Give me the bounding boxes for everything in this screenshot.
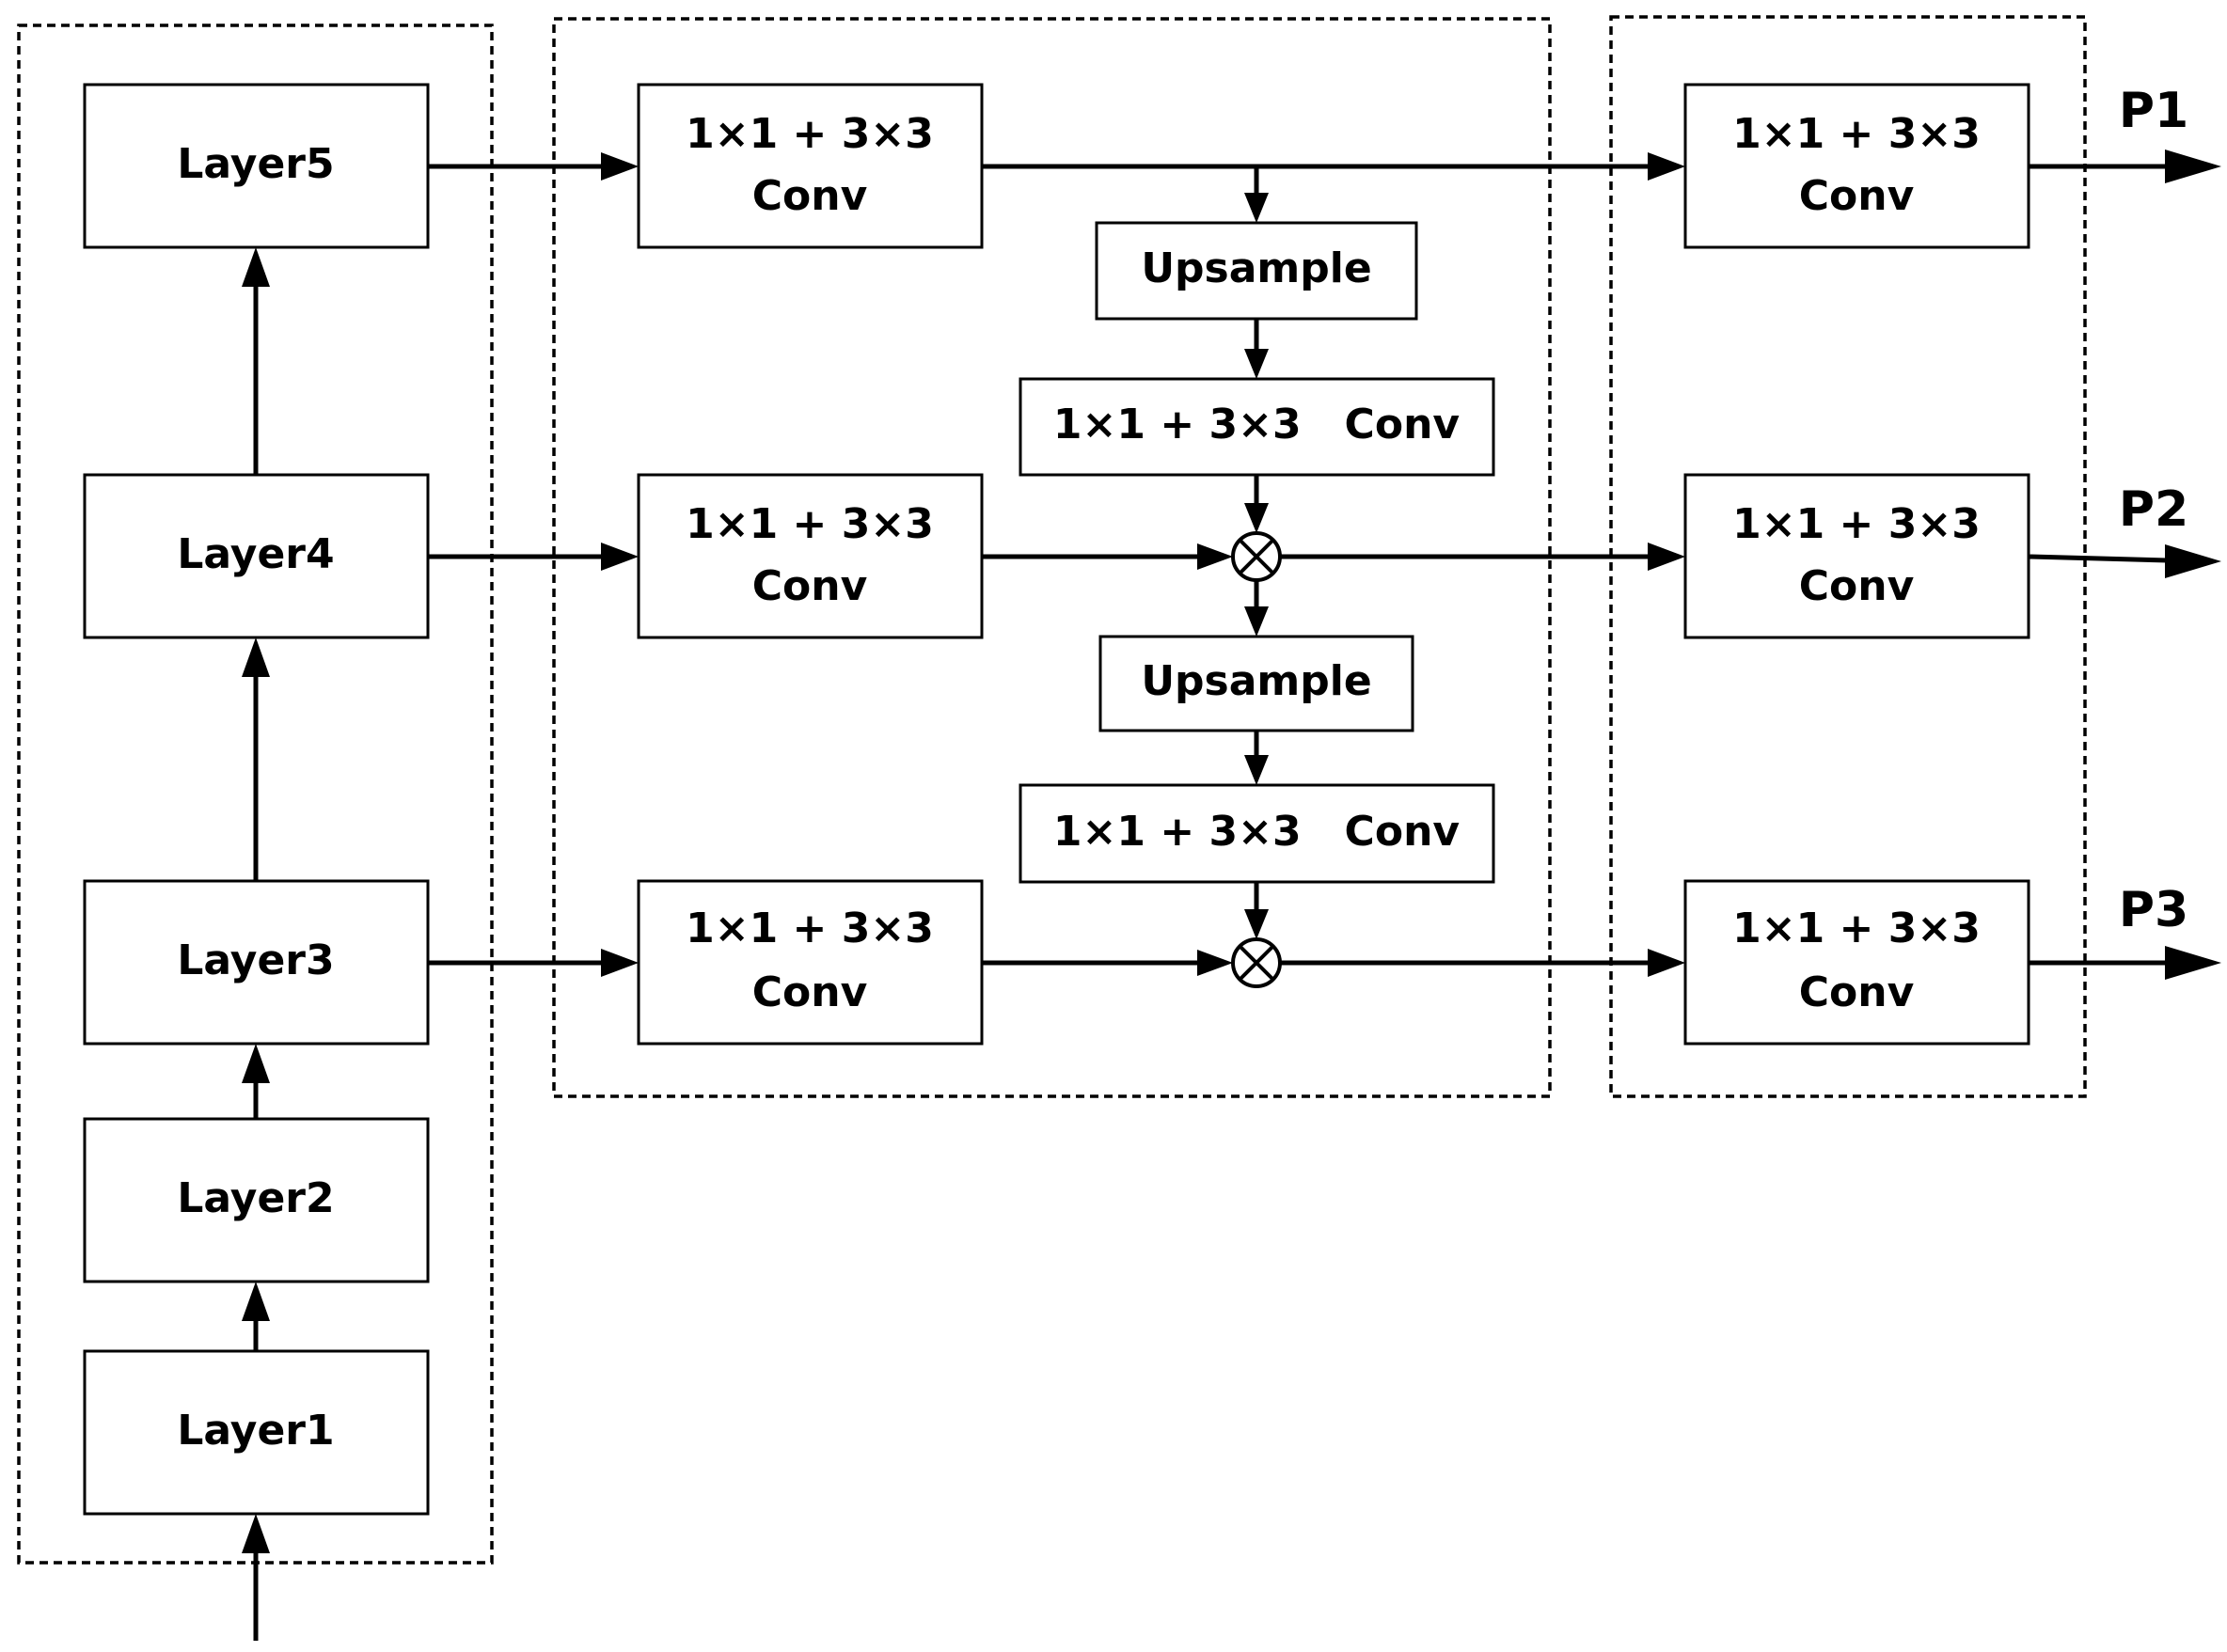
- inline-conv-top: 1×1 + 3×3 Conv: [1019, 377, 1495, 477]
- head-conv-p2: 1×1 + 3×3 Conv: [1683, 473, 2030, 639]
- neck-top-to-head-arrow: [982, 152, 1685, 181]
- neck-conv-bottom-line1: 1×1 + 3×3: [686, 905, 934, 952]
- layer5-label: Layer5: [177, 140, 334, 188]
- layer4-label: Layer4: [177, 530, 334, 578]
- p2-output-arrow: [2028, 544, 2221, 578]
- layer3-to-layer4-arrow: [242, 637, 270, 881]
- head-conv-p1-line2: Conv: [1799, 172, 1915, 220]
- inline-conv-bottom: 1×1 + 3×3 Conv: [1019, 783, 1495, 884]
- neck-conv-top-line1: 1×1 + 3×3: [686, 110, 934, 158]
- layer1-to-layer2-arrow: [242, 1282, 270, 1351]
- neck-conv-mid-line1: 1×1 + 3×3: [686, 500, 934, 548]
- head-conv-p3: 1×1 + 3×3 Conv: [1683, 879, 2030, 1046]
- inline-conv-bottom-label: 1×1 + 3×3 Conv: [1053, 808, 1460, 856]
- layer2-label: Layer2: [177, 1174, 334, 1222]
- layer3-label: Layer3: [177, 936, 334, 984]
- layer5-box: Layer5: [83, 83, 430, 249]
- neck-conv-top-line2: Conv: [752, 172, 868, 220]
- output-label-p3: P3: [2119, 882, 2188, 938]
- input-arrow: [242, 1514, 270, 1641]
- conv-bottom-to-multiply-arrow: [1244, 882, 1269, 939]
- multiply-node-mid: [1231, 531, 1282, 582]
- head-conv-p2-line2: Conv: [1799, 562, 1915, 610]
- layer4-to-neck-arrow: [428, 543, 639, 571]
- inline-conv-top-label: 1×1 + 3×3 Conv: [1053, 401, 1460, 448]
- neck-group: [552, 17, 1552, 1098]
- layer1-label: Layer1: [177, 1407, 334, 1455]
- multiply-to-upsample-arrow: [1244, 580, 1269, 637]
- head-conv-p3-line1: 1×1 + 3×3: [1732, 905, 1981, 952]
- upsample-top: Upsample: [1095, 221, 1418, 321]
- head-conv-p1: 1×1 + 3×3 Conv: [1683, 83, 2030, 249]
- output-label-p2: P2: [2119, 481, 2188, 538]
- upsample-top-label: Upsample: [1141, 244, 1371, 292]
- layer4-to-layer5-arrow: [242, 247, 270, 475]
- layer2-box: Layer2: [83, 1117, 430, 1283]
- layer1-box: Layer1: [83, 1349, 430, 1516]
- upsample-bottom-label: Upsample: [1141, 657, 1371, 705]
- multiply-bottom-to-head-arrow: [1280, 949, 1685, 977]
- upsample-to-conv-bottom-arrow: [1244, 731, 1269, 785]
- layer3-box: Layer3: [83, 879, 430, 1046]
- neck-conv-top: 1×1 + 3×3 Conv: [637, 83, 984, 249]
- conv-top-to-multiply-arrow: [1244, 475, 1269, 533]
- neck-conv-mid: 1×1 + 3×3 Conv: [637, 473, 984, 639]
- neck-conv-bottom: 1×1 + 3×3 Conv: [637, 879, 984, 1046]
- upsample-bottom: Upsample: [1098, 635, 1414, 732]
- multiply-mid-to-head-arrow: [1280, 543, 1685, 571]
- upsample-to-conv-top-arrow: [1244, 319, 1269, 379]
- p1-output-arrow: [2029, 149, 2221, 183]
- output-label-p1: P1: [2119, 83, 2188, 139]
- layer5-to-neck-arrow: [428, 152, 639, 181]
- layer4-box: Layer4: [83, 473, 430, 639]
- head-conv-p1-line1: 1×1 + 3×3: [1732, 110, 1981, 158]
- neck-conv-mid-line2: Conv: [752, 562, 868, 610]
- layer3-to-neck-arrow: [428, 949, 639, 977]
- top-to-upsample-arrow: [1244, 166, 1269, 223]
- head-conv-p3-line2: Conv: [1799, 968, 1915, 1016]
- head-conv-p2-line1: 1×1 + 3×3: [1732, 500, 1981, 548]
- multiply-node-bottom: [1231, 937, 1282, 988]
- layer2-to-layer3-arrow: [242, 1044, 270, 1119]
- neck-conv-bottom-line2: Conv: [752, 968, 868, 1016]
- neck-bottom-to-multiply-arrow: [982, 950, 1233, 976]
- p3-output-arrow: [2029, 946, 2221, 980]
- neck-mid-to-multiply-arrow: [982, 543, 1233, 570]
